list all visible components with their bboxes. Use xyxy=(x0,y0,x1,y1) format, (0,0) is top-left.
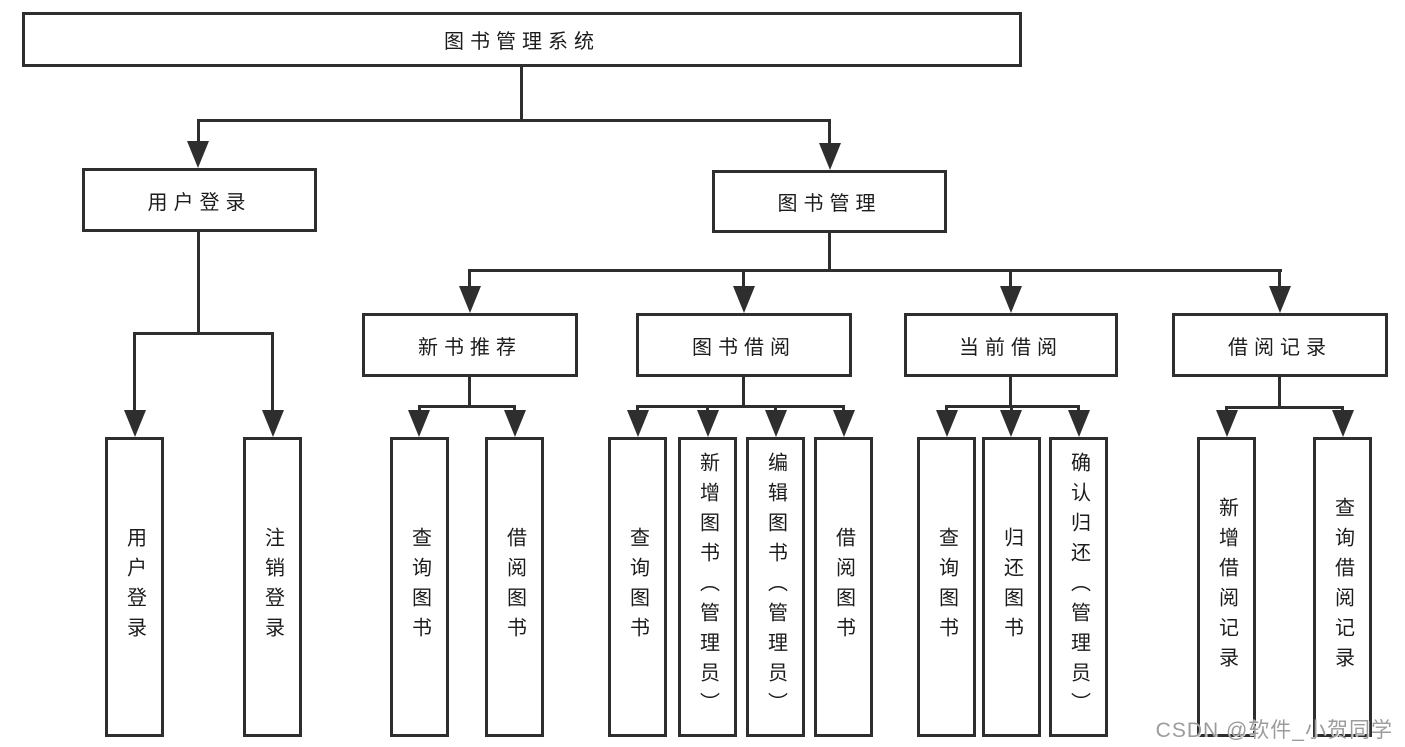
leaf-logout: 注销登录 xyxy=(243,437,302,737)
arrowhead-add-borrow-record xyxy=(1216,410,1238,437)
connector-borrow-record-bar xyxy=(1225,406,1344,409)
connector-book-borrow-drop xyxy=(742,269,745,289)
arrowhead-book-mgmt xyxy=(819,143,841,170)
node-borrow-records: 借阅记录 xyxy=(1172,313,1388,377)
node-user-login: 用户登录 xyxy=(82,168,317,232)
arrowhead-user-login xyxy=(187,141,209,168)
connector-book-mgmt-drop xyxy=(828,119,831,147)
connector-new-book-rec-bar xyxy=(418,405,516,408)
leaf-query-borrow-record: 查询借阅记录 xyxy=(1313,437,1372,737)
connector-borrow-record-drop xyxy=(1278,269,1281,289)
connector-borrow-record-stem xyxy=(1278,375,1281,408)
arrowhead-borrow-book-borrow xyxy=(833,410,855,437)
arrowhead-query-book-current xyxy=(936,410,958,437)
connector-user-login-drop xyxy=(197,119,200,145)
arrowhead-leaf-user-login xyxy=(124,410,146,437)
arrowhead-leaf-logout xyxy=(262,410,284,437)
connector-book-borrow-stem xyxy=(742,375,745,407)
connector-new-book-rec-stem xyxy=(468,375,471,407)
leaf-add-borrow-record: 新增借阅记录 xyxy=(1197,437,1256,737)
arrowhead-add-book xyxy=(697,410,719,437)
leaf-borrow-book-borrow: 借阅图书 xyxy=(814,437,873,737)
leaf-user-login: 用户登录 xyxy=(105,437,164,737)
connector-user-login-stem xyxy=(197,230,200,334)
leaf-add-book-admin: 新增图书（管理员） xyxy=(678,437,737,737)
node-book-management: 图书管理 xyxy=(712,170,947,233)
arrowhead-new-book-rec xyxy=(459,286,481,313)
connector-root-stem xyxy=(520,67,523,120)
arrowhead-book-borrow xyxy=(733,286,755,313)
arrowhead-current-borrow xyxy=(1000,286,1022,313)
leaf-return-book: 归还图书 xyxy=(982,437,1041,737)
connector-new-book-rec-drop xyxy=(468,269,471,289)
connector-level2-bar xyxy=(468,269,1282,272)
node-current-borrow: 当前借阅 xyxy=(904,313,1118,377)
connector-user-login-bar xyxy=(133,332,274,335)
csdn-watermark: CSDN @软件_小贺同学 xyxy=(1155,719,1393,742)
leaf-query-book-borrow: 查询图书 xyxy=(608,437,667,737)
arrowhead-return-book xyxy=(1000,410,1022,437)
connector-current-borrow-stem xyxy=(1009,375,1012,407)
arrowhead-query-book-borrow xyxy=(627,410,649,437)
arrowhead-borrow-record xyxy=(1269,286,1291,313)
leaf-query-book-current: 查询图书 xyxy=(917,437,976,737)
connector-leaf-user-login-drop xyxy=(133,332,136,414)
arrowhead-edit-book xyxy=(765,410,787,437)
leaf-confirm-return-admin: 确认归还（管理员） xyxy=(1049,437,1108,737)
node-book-borrow: 图书借阅 xyxy=(636,313,852,377)
arrowhead-query-book-rec xyxy=(408,410,430,437)
leaf-borrow-book-recommend: 借阅图书 xyxy=(485,437,544,737)
arrowhead-query-borrow-record xyxy=(1332,410,1354,437)
connector-level1-bar xyxy=(197,119,831,122)
leaf-query-book-recommend: 查询图书 xyxy=(390,437,449,737)
arrowhead-confirm-return xyxy=(1068,410,1090,437)
connector-leaf-logout-drop xyxy=(271,332,274,414)
arrowhead-borrow-book-rec xyxy=(504,410,526,437)
leaf-edit-book-admin: 编辑图书（管理员） xyxy=(746,437,805,737)
node-new-book-recommend: 新书推荐 xyxy=(362,313,578,377)
connector-current-borrow-drop xyxy=(1009,269,1012,289)
connector-book-mgmt-stem xyxy=(828,231,831,271)
node-root: 图书管理系统 xyxy=(22,12,1022,67)
connector-book-borrow-bar xyxy=(636,405,845,408)
